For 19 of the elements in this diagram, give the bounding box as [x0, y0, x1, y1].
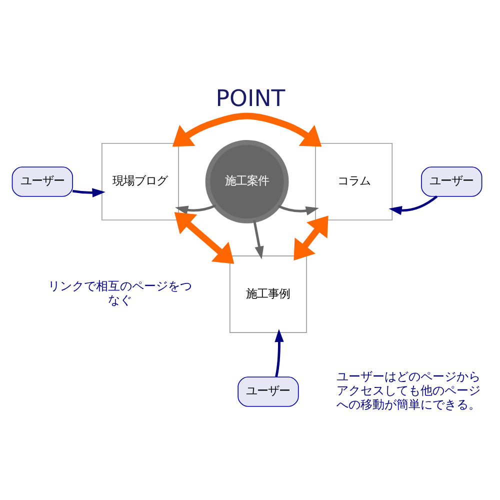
node-circle: 施工案件	[204, 140, 288, 224]
label: リンクで相互のページをつなぐ	[47, 279, 192, 308]
node-box: コラム	[314, 142, 392, 220]
arrow	[293, 216, 328, 260]
arrow	[277, 204, 318, 216]
node-box: ユーザー	[11, 166, 72, 197]
node-box: ユーザー	[420, 166, 482, 197]
arrow	[72, 188, 105, 198]
arrow	[174, 204, 216, 215]
node-box: 施工事例	[229, 256, 306, 333]
arrow	[252, 220, 264, 260]
arrow	[274, 328, 284, 378]
diagram-title: POINT	[215, 86, 285, 112]
label: ユーザーはどのページからアクセスしても他のページへの移動が簡単にできる。	[336, 370, 480, 412]
arrow	[388, 196, 438, 216]
node-box: 現場ブログ	[101, 142, 178, 220]
arrow	[172, 112, 322, 147]
node-box: ユーザー	[237, 376, 298, 407]
arrow	[174, 212, 234, 264]
